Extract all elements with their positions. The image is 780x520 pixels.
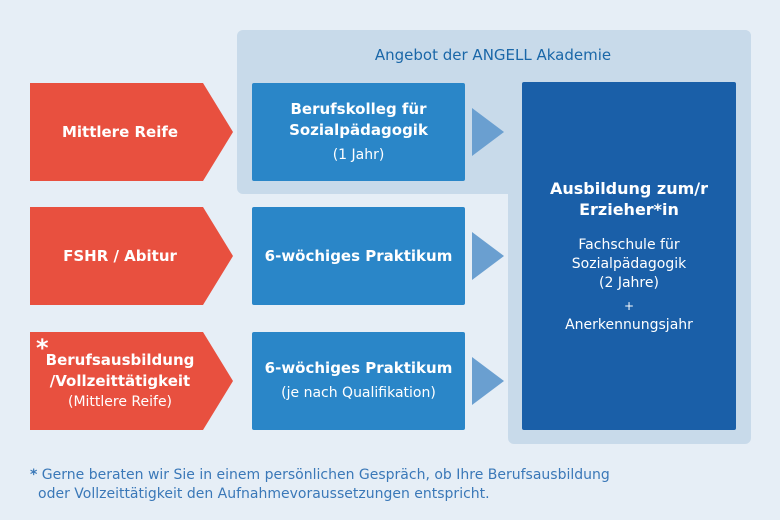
entry-arrow-shape bbox=[30, 83, 233, 181]
target-detail: (2 Jahre) bbox=[599, 274, 659, 291]
step-praktikum: 6-wöchiges Praktikum bbox=[252, 207, 465, 305]
entry-sublabel: (Mittlere Reife) bbox=[67, 393, 173, 410]
footnote: * Gerne beraten wir Sie in einem persönl… bbox=[30, 466, 770, 504]
entry-berufsausbildung: * Berufsausbildung /Vollzeittätigkeit (M… bbox=[30, 332, 233, 430]
arrow-right-icon bbox=[472, 108, 504, 156]
step-title: 6-wöchiges Praktikum bbox=[264, 246, 453, 265]
entry-label: FSHR / Abitur bbox=[63, 246, 177, 265]
target-title: Ausbildung zum/r bbox=[549, 178, 709, 198]
entry-fshr-abitur: FSHR / Abitur bbox=[30, 207, 233, 305]
step-title: 6-wöchiges Praktikum bbox=[264, 359, 453, 377]
target-ausbildung-erzieher: Ausbildung zum/r Erzieher*in Fachschule … bbox=[522, 82, 736, 430]
step-praktikum-qualifikation: 6-wöchiges Praktikum (je nach Qualifikat… bbox=[252, 332, 465, 430]
arrow-right-icon bbox=[472, 232, 504, 280]
target-detail: Sozialpädagogik bbox=[571, 255, 687, 272]
entry-mittlere-reife: Mittlere Reife bbox=[30, 83, 233, 181]
step-subtitle: (je nach Qualifikation) bbox=[281, 385, 436, 401]
footnote-line-2: oder Vollzeittätigkeit den Aufnahmevorau… bbox=[38, 486, 490, 502]
arrow-right-icon bbox=[472, 357, 504, 405]
step-title: Berufskolleg für bbox=[290, 99, 427, 118]
entry-label: /Vollzeittätigkeit bbox=[49, 371, 191, 390]
target-title: Erzieher*in bbox=[579, 199, 679, 219]
footnote-line-1: Gerne beraten wir Sie in einem persönlic… bbox=[41, 467, 610, 483]
footnote-star: * bbox=[30, 467, 38, 483]
entry-label: Berufsausbildung bbox=[45, 350, 195, 369]
step-subtitle: (1 Jahr) bbox=[332, 146, 385, 163]
plus-sign: + bbox=[623, 298, 635, 313]
entry-arrow-shape bbox=[30, 207, 233, 305]
step-title: Sozialpädagogik bbox=[289, 120, 428, 139]
target-extra: Anerkennungsjahr bbox=[565, 316, 693, 333]
target-detail: Fachschule für bbox=[578, 236, 680, 253]
entry-arrow-shape bbox=[30, 332, 233, 430]
offer-title: Angebot der ANGELL Akademie bbox=[374, 46, 612, 64]
step-berufskolleg: Berufskolleg für Sozialpädagogik (1 Jahr… bbox=[252, 83, 465, 181]
footnote-star-icon: * bbox=[36, 334, 49, 362]
entry-label: Mittlere Reife bbox=[61, 122, 179, 141]
